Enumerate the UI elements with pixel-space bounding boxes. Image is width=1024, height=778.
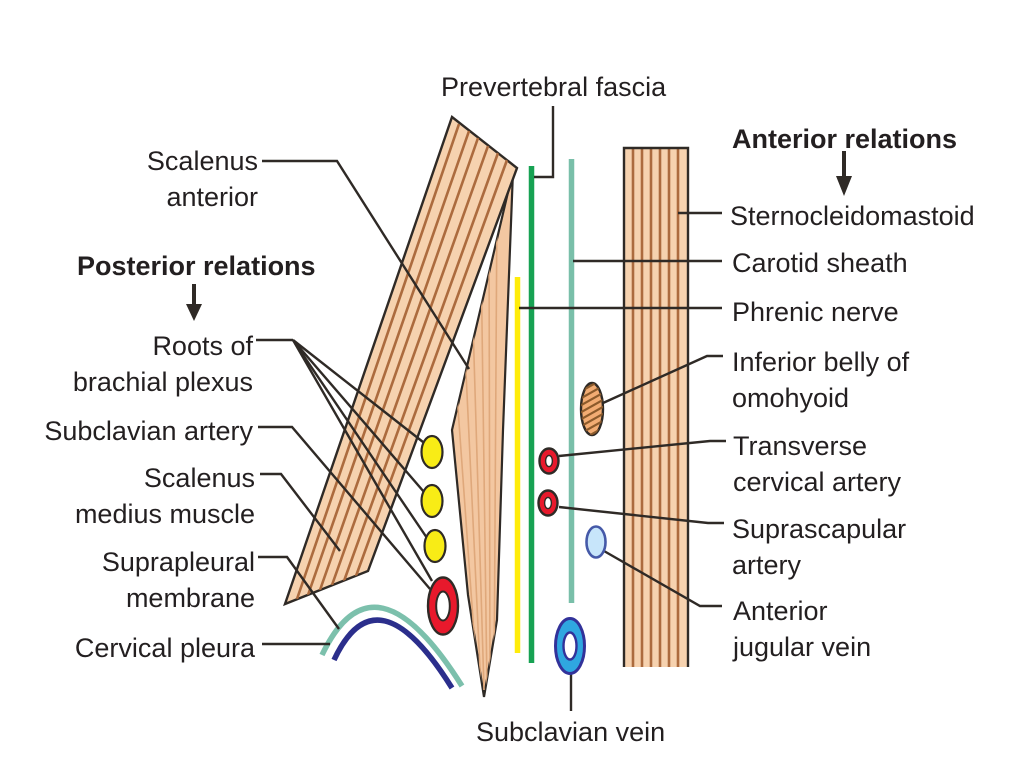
omohyoid-section (579, 381, 605, 437)
posterior-relations-arrow (186, 284, 202, 321)
label-anterior-relations: Anterior relations (732, 124, 958, 154)
label-sternocleidomastoid: Sternocleidomastoid (730, 201, 975, 231)
brachial-plexus-roots (420, 434, 447, 564)
scalenus-medius-muscle (283, 115, 519, 607)
suprascapular-artery-ring (537, 489, 559, 517)
suprapleural-membrane-arc (319, 604, 465, 688)
label-suprascapular-artery: Suprascapular artery (732, 514, 907, 580)
label-inferior-belly-omohyoid: Inferior belly of omohyoid (732, 347, 910, 413)
prevertebral-fascia-leader (534, 106, 555, 179)
scalenus-anterior-muscle (450, 170, 515, 698)
label-scalenus-anterior: Scalenus anterior (146, 146, 258, 212)
label-prevertebral-fascia: Prevertebral fascia (441, 72, 667, 102)
label-phrenic-nerve: Phrenic nerve (732, 297, 899, 327)
leader-lines (256, 106, 726, 711)
anterior-jugular-vein-section (585, 525, 607, 559)
suprapleural-leader (258, 555, 340, 630)
scalenus-medius-leader (260, 472, 341, 552)
anterior-jugular-leader (603, 549, 722, 608)
label-subclavian-artery: Subclavian artery (44, 416, 253, 446)
subclavian-artery-ring (426, 576, 460, 636)
roots-fan-2 (292, 339, 425, 493)
label-cervical-pleura: Cervical pleura (74, 633, 255, 663)
label-posterior-relations: Posterior relations (77, 251, 316, 281)
subclavian-artery-leader (258, 425, 431, 590)
label-subclavian-vein: Subclavian vein (476, 717, 666, 747)
roots-fan-1 (292, 339, 424, 443)
transverse-cervical-leader (558, 439, 726, 458)
label-roots-of-brachial-plexus: Roots of brachial plexus (72, 331, 253, 397)
omohyoid-leader (602, 354, 723, 405)
cervical-pleura-arc (331, 617, 455, 690)
label-scalenus-medius: Scalenus medius muscle (74, 463, 255, 529)
sternocleidomastoid-muscle (622, 146, 690, 667)
label-anterior-jugular-vein: Anterior jugular vein (733, 596, 872, 662)
anterior-relations-arrow (836, 151, 852, 196)
suprascapular-leader (558, 505, 724, 525)
transverse-cervical-artery-ring (538, 447, 560, 475)
subclavian-vein-ring (554, 617, 586, 675)
roots-fan-3 (292, 339, 428, 539)
label-suprapleural-membrane: Suprapleural membrane (101, 547, 255, 613)
scalenus-anterior-leader (262, 159, 471, 370)
roots-fan-4 (291, 339, 434, 582)
label-carotid-sheath: Carotid sheath (732, 248, 908, 278)
label-transverse-cervical-artery: Transverse cervical artery (733, 431, 902, 497)
